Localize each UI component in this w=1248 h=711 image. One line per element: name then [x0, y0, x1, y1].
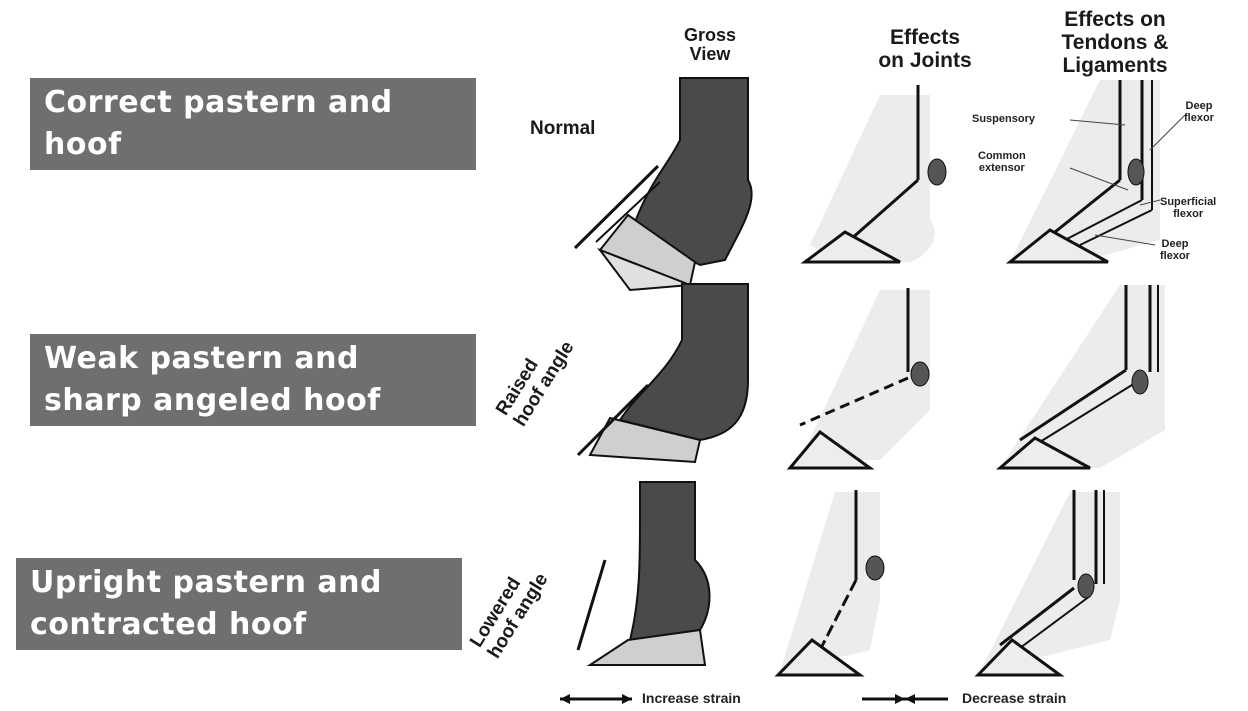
tendons-raised: [1000, 285, 1165, 468]
gross-view-lowered: [578, 482, 710, 665]
increase-strain-arrow-icon: [560, 694, 632, 704]
annotation-superficial-flexor: Superficial flexor: [1160, 196, 1216, 220]
annotation-common-extensor: Common extensor: [978, 150, 1026, 174]
annotation-suspensory: Suspensory: [972, 113, 1035, 125]
decrease-strain-arrow-icon: [862, 694, 948, 704]
legend-increase-strain: Increase strain: [642, 690, 741, 706]
gross-view-raised: [578, 284, 748, 462]
tendons-normal: [1010, 80, 1185, 262]
annotation-deep-flexor-bottom: Deep flexor: [1160, 238, 1190, 262]
tendons-lowered: [978, 490, 1120, 675]
joints-normal: [805, 85, 946, 262]
annotation-deep-flexor-top: Deep flexor: [1184, 100, 1214, 124]
gross-view-normal: [575, 78, 752, 290]
legend-decrease-strain: Decrease strain: [962, 690, 1066, 706]
joints-lowered: [778, 490, 884, 675]
joints-raised: [790, 288, 930, 468]
